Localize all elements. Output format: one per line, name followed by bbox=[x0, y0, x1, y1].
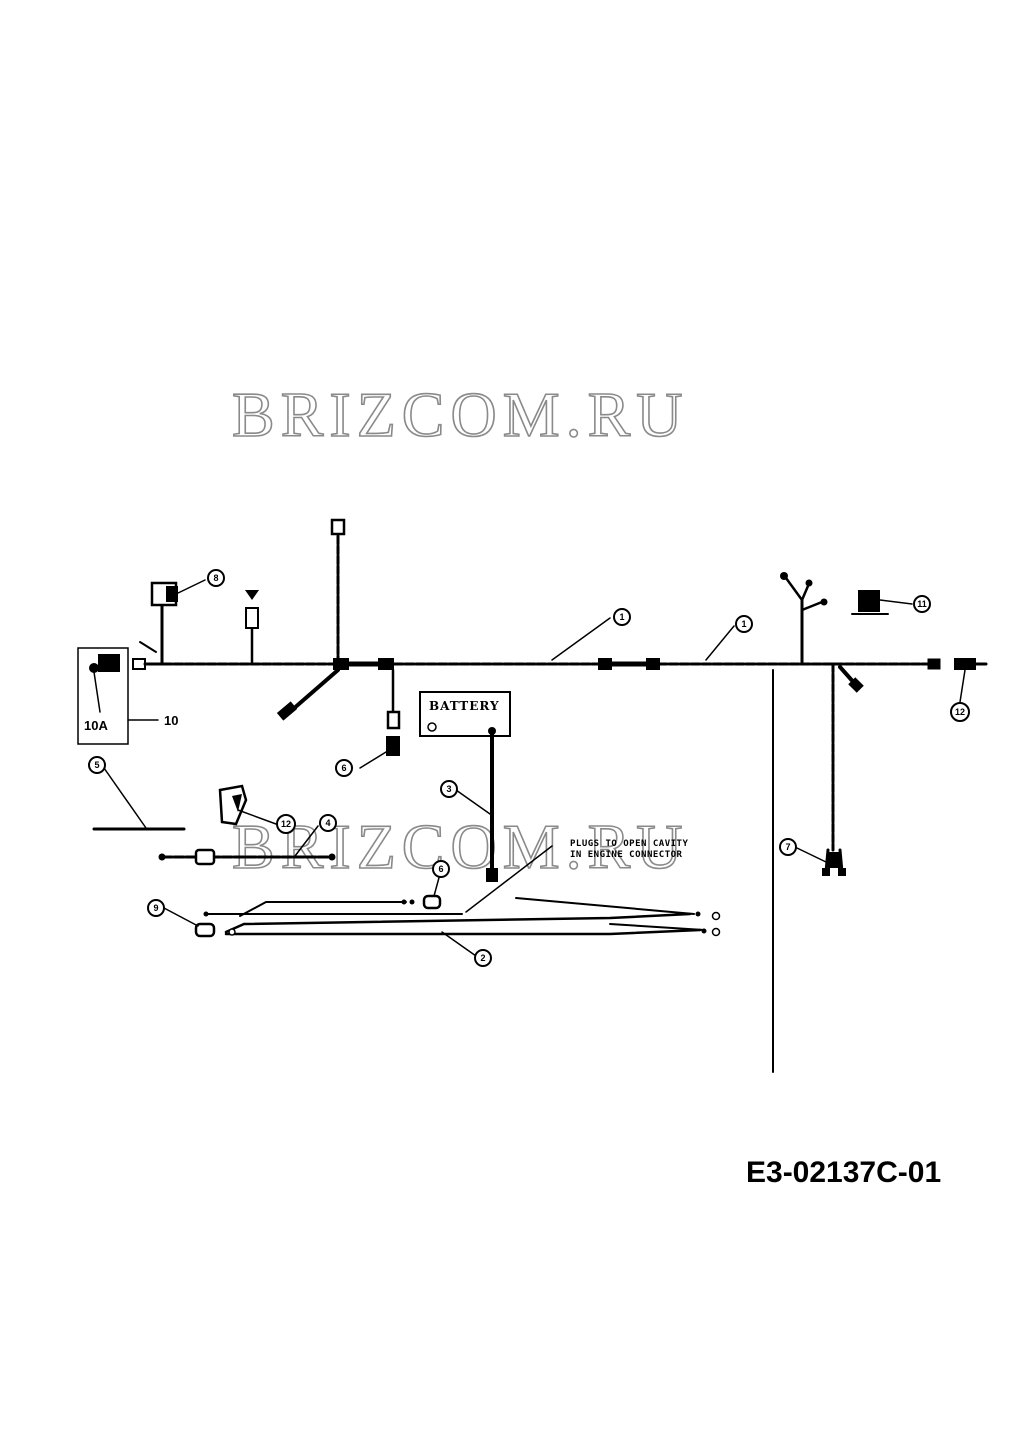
watermark-top: BRIZCOM.RU bbox=[232, 379, 689, 450]
callout-1b: 1 bbox=[735, 615, 753, 633]
fuse-rating: 10A bbox=[84, 718, 108, 733]
callout-6-right: 6 bbox=[432, 860, 450, 878]
diagonal-branch bbox=[276, 668, 340, 721]
part-12-right-plug bbox=[954, 658, 988, 703]
part-11-relay bbox=[851, 590, 913, 615]
battery-label: BATTERY bbox=[429, 699, 500, 713]
callout-8-top: 8 bbox=[207, 569, 225, 587]
svg-text:12: 12 bbox=[955, 707, 965, 717]
right-branches bbox=[772, 572, 864, 1073]
part-4-cable bbox=[158, 825, 336, 866]
svg-text:5: 5 bbox=[94, 760, 99, 770]
svg-text:3: 3 bbox=[446, 784, 451, 794]
callout-3: 3 bbox=[440, 780, 458, 798]
part-12-left-switch bbox=[218, 784, 277, 826]
svg-text:6: 6 bbox=[341, 763, 346, 773]
svg-text:7: 7 bbox=[785, 842, 790, 852]
battery: BATTERY bbox=[419, 691, 511, 882]
svg-text:1: 1 bbox=[619, 612, 624, 622]
note-line-1: PLUGS TO OPEN CAVITY bbox=[570, 839, 688, 849]
svg-text:2: 2 bbox=[480, 953, 485, 963]
svg-text:12: 12 bbox=[281, 819, 291, 829]
callout-1a: 1 bbox=[613, 608, 631, 626]
callout-6-left: 6 bbox=[335, 759, 353, 777]
note-line-2: IN ENGINE CONNECTOR bbox=[570, 850, 683, 860]
callout-12-left: 12 bbox=[276, 814, 296, 834]
watermark-middle: BRIZCOM.RU bbox=[232, 811, 689, 882]
fuse-part-number: 10 bbox=[164, 713, 178, 728]
callout-2: 2 bbox=[474, 949, 492, 967]
part-6-left-branch bbox=[359, 668, 401, 769]
svg-text:4: 4 bbox=[325, 818, 330, 828]
tall-branch bbox=[330, 518, 346, 666]
main-harness bbox=[132, 658, 941, 670]
svg-text:1: 1 bbox=[741, 619, 746, 629]
callout-4: 4 bbox=[319, 814, 337, 832]
part-5-wire bbox=[92, 767, 186, 831]
svg-text:6: 6 bbox=[438, 864, 443, 874]
svg-text:9: 9 bbox=[153, 903, 158, 913]
fuse-holder: 10A 10 bbox=[77, 647, 178, 745]
small-plug-branch bbox=[245, 590, 259, 666]
svg-text:11: 11 bbox=[917, 599, 927, 609]
part-2-engine-harness bbox=[163, 789, 721, 957]
callout-9: 9 bbox=[147, 899, 165, 917]
callout-12-right: 12 bbox=[950, 702, 970, 722]
callout-5: 5 bbox=[88, 756, 106, 774]
callout-11: 11 bbox=[913, 595, 931, 613]
callout-7: 7 bbox=[779, 838, 797, 856]
seat-switch-branch bbox=[139, 579, 206, 666]
diagram-code: E3-02137C-01 bbox=[746, 1156, 941, 1189]
svg-text:8: 8 bbox=[213, 573, 218, 583]
